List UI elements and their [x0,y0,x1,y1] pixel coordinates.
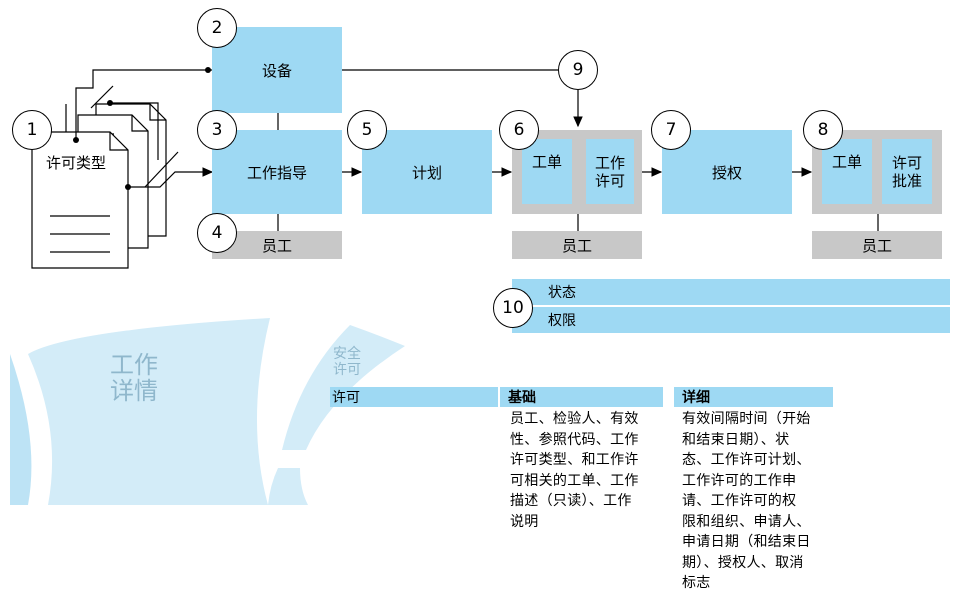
permit-header: 许可 [330,387,498,407]
permit-approve-label-2: 批准 [891,171,922,190]
work-order-box-1: 工单 [522,139,572,204]
employee-box-2: 员工 [512,231,642,259]
step-number-7: 7 [651,110,691,150]
work-permit-label-2: 许可 [594,171,625,190]
step-number-3: 3 [197,110,237,150]
rights-label: 权限 [548,313,576,329]
plan-box: 计划 [362,130,492,214]
safety-permit-label-1: 安全 [333,346,361,362]
status-label: 状态 [548,285,576,301]
permit-types-label: 许可类型 [46,154,107,172]
safety-permit-label: 安全 许可 [333,346,361,378]
basic-header: 基础 [500,387,663,407]
work-details-label-1: 工作 [110,351,158,379]
detail-line: 和结束日期）、状 [682,431,790,448]
detail-line: 申请日期（和结束日 [682,534,811,550]
arc-segment-bottom [268,468,308,505]
basic-text: 员工、检验人、有效 性、参照代码、工作 许可类型、和工作许 可相关的工单、工作 … [510,409,670,532]
safety-permit-label-2: 许可 [333,362,361,378]
step-number-6: 6 [499,110,539,150]
detail-line: 工作许可的工作申 [682,472,797,489]
step-number-1: 1 [12,110,52,150]
permit-approve-box: 许可 批准 [882,139,932,204]
basic-line: 性、参照代码、工作 [510,431,639,448]
work-guide-box: 工作指导 [212,130,342,214]
work-order-box-2: 工单 [822,139,872,204]
status-bar: 状态 [512,279,950,305]
work-permit-label-1: 工作 [594,153,625,172]
detail-line: 有效间隔时间（开始 [682,411,811,427]
basic-line: 许可类型、和工作许 [510,452,639,468]
equipment-box: 设备 [212,27,342,113]
basic-line: 可相关的工单、工作 [510,472,639,489]
permit-approve-label-1: 许可 [891,153,922,172]
detail-text: 有效间隔时间（开始 和结束日期）、状 态、工作许可计划、 工作许可的工作申 请、… [682,409,842,592]
arc-segment-left [10,354,32,505]
employee-box-3: 员工 [812,231,942,259]
detail-line: 请、工作许可的权 [682,493,797,509]
step-number-8: 8 [803,110,843,150]
detail-line: 限和组织、申请人、 [682,513,811,530]
arc-segment-main [28,318,270,505]
work-permit-box: 工作 许可 [586,139,634,204]
step-number-10: 10 [493,288,533,328]
detail-line: 态、工作许可计划、 [682,452,811,468]
step-number-4: 4 [197,213,237,253]
work-details-label: 工作 详情 [110,352,158,404]
step-number-9: 9 [558,50,598,90]
basic-line: 描述（只读）、工作 [510,493,632,509]
detail-line: 标志 [682,575,711,591]
step-number-5: 5 [347,110,387,150]
detail-line: 期）、授权人、取消 [682,554,804,571]
basic-line: 说明 [510,513,539,530]
rights-bar: 权限 [512,307,950,333]
step-number-2: 2 [197,8,237,48]
detail-header: 详细 [674,387,833,407]
basic-line: 员工、检验人、有效 [510,411,639,427]
work-details-label-2: 详情 [110,377,158,405]
